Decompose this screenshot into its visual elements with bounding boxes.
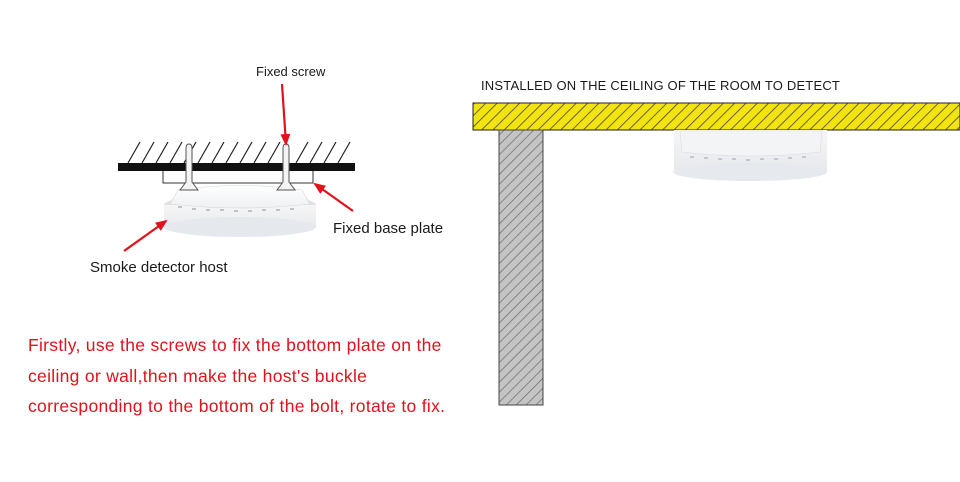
ceiling-beam [118, 163, 355, 171]
fixed-base-plate [162, 171, 314, 184]
wall-hatching [127, 141, 351, 164]
instruction-line: corresponding to the bottom of the bolt,… [28, 396, 446, 416]
ceiling-hatched [472, 102, 960, 131]
instruction-line: ceiling or wall,then make the host's buc… [28, 365, 368, 386]
wall-hatched [498, 129, 544, 406]
installation-instructions: Firstly, use the screws to fix the botto… [28, 330, 508, 422]
arrow-fixed-base-plate [313, 182, 354, 212]
screw-left [179, 143, 199, 191]
instruction-line: Firstly, use the screws to fix the botto… [28, 335, 442, 355]
ceiling-note-label: INSTALLED ON THE CEILING OF THE ROOM TO … [481, 78, 841, 93]
smoke-detector-ceiling [673, 130, 827, 181]
arrow-fixed-screw [280, 83, 291, 146]
fixed-base-plate-label: Fixed base plate [333, 220, 444, 237]
fixed-screw-label: Fixed screw [256, 64, 326, 79]
smoke-detector-host-side [164, 185, 316, 237]
smoke-detector-host-label: Smoke detector host [90, 259, 228, 276]
arrow-smoke-detector-host [123, 219, 168, 252]
